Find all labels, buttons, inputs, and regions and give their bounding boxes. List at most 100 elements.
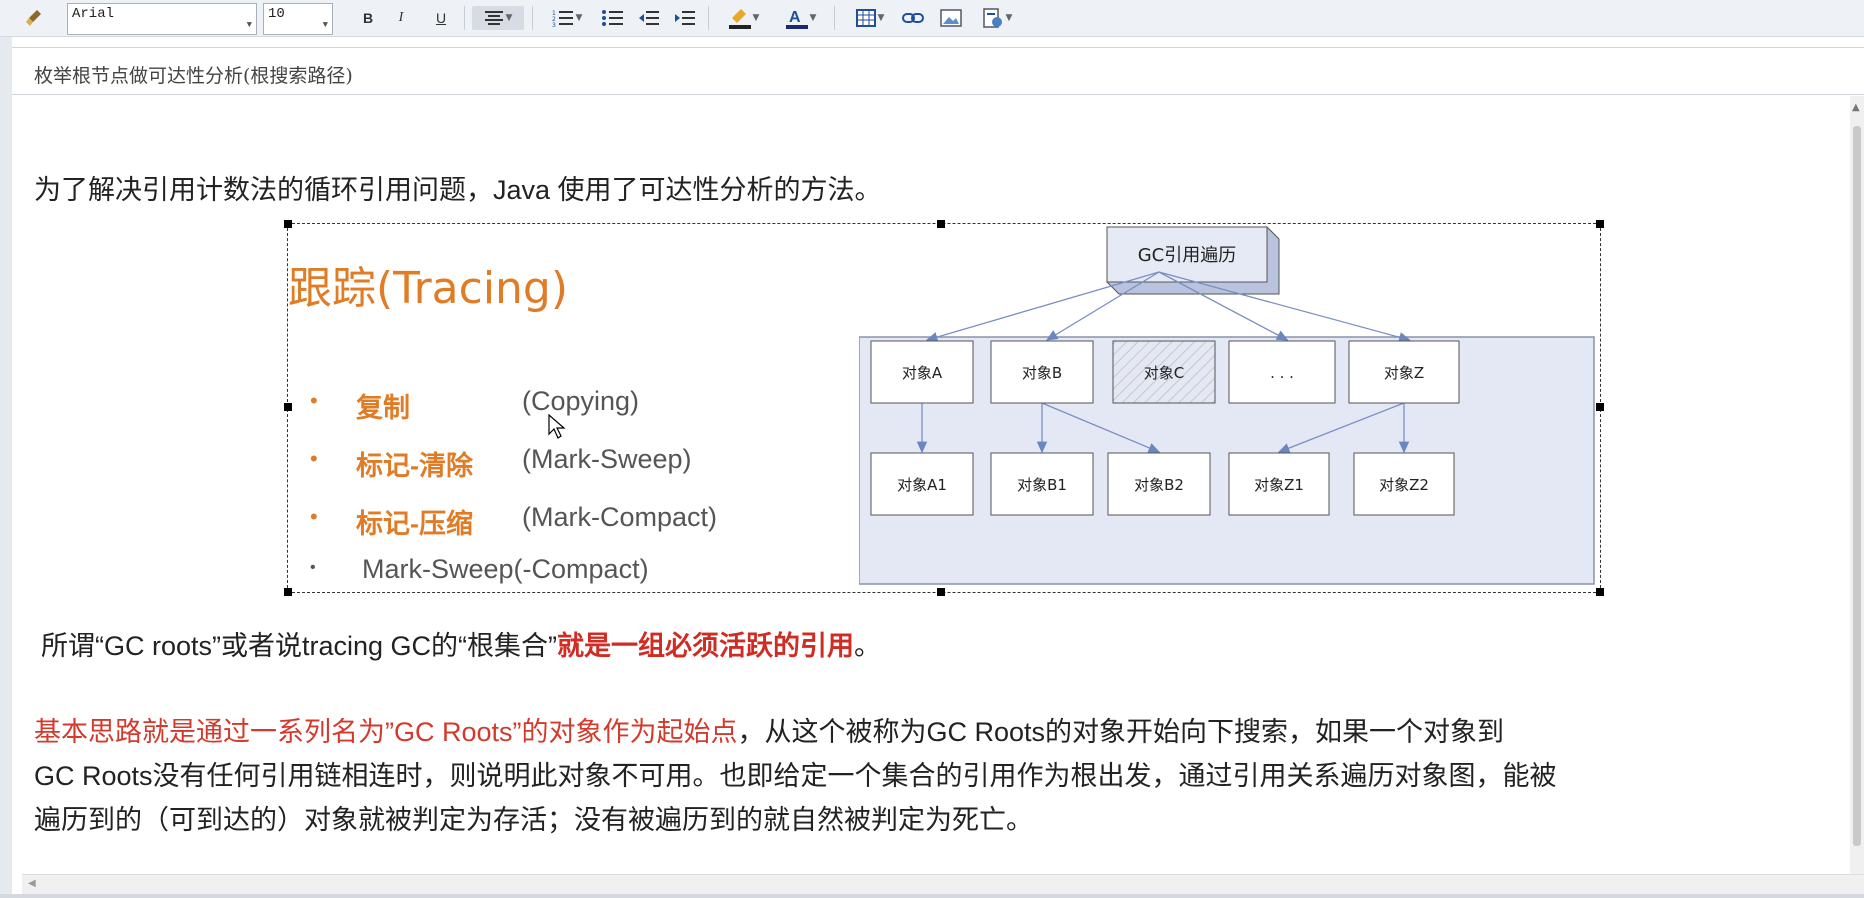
edge-arrow [1277,402,1405,454]
object-box [1348,340,1460,404]
idea-red-text: 基本思路就是通过一系列名为”GC Roots”的对象作为起始点 [34,717,738,747]
object-box [870,452,974,516]
horizontal-scrollbar[interactable]: ◀ [22,874,1864,895]
object-box [990,340,1094,404]
gc-roots-emphasis: 就是一组必须活跃的引用 [557,631,855,661]
underline-label: U [435,10,447,26]
object-box [1107,452,1211,516]
toolbar-separator [464,6,465,30]
image-icon [940,9,962,27]
font-color-icon: A [785,9,808,29]
numbered-list-icon: 123 [552,10,573,27]
resize-handle[interactable] [284,403,292,411]
outdent-button[interactable] [634,6,664,30]
item-zh: 标记-清除 [356,451,473,481]
gc-roots-text: 所谓“GC roots”或者说tracing GC的“根集合” [41,631,558,661]
scroll-left-icon[interactable]: ◀ [28,878,36,889]
item-en: (Mark-Sweep) [522,444,692,474]
subject-field[interactable]: 枚举根节点做可达性分析(根搜索路径) [12,47,1864,95]
bold-button[interactable]: B [355,6,381,30]
object-box [990,452,1094,516]
idea-text-3: 遍历到的（可到达的）对象就被判定为存活；没有被遍历到的就自然被判定为死亡。 [34,805,1033,835]
mouse-cursor-icon [548,414,566,439]
resize-handle[interactable] [937,588,945,596]
svg-text:3: 3 [552,22,556,27]
object-label: 对象B [1022,364,1062,382]
idea-paragraph: 基本思路就是通过一系列名为”GC Roots”的对象作为起始点，从这个被称为GC… [34,710,1557,842]
svg-text:2: 2 [552,16,556,23]
svg-text:1: 1 [552,10,556,17]
object-box [1112,340,1216,404]
scroll-up-icon[interactable]: ▲ [1852,102,1860,113]
root-label: GC引用遍历 [1138,245,1237,266]
font-size-value: 10 [268,6,285,22]
resize-handle[interactable] [1596,588,1604,596]
highlight-color-button[interactable]: ▼ [718,6,768,30]
font-family-value: Arial [72,6,115,22]
left-gutter [0,37,12,898]
toolbar-separator [834,6,835,30]
svg-text:A: A [789,9,801,26]
bottom-border [0,894,1864,898]
align-center-icon [484,11,503,25]
font-family-select[interactable]: Arial ▼ [67,3,257,35]
item-en: (Copying) [522,386,640,416]
object-box [1353,452,1455,516]
edge-arrow [925,271,1160,343]
vertical-scrollbar[interactable]: ▲ [1850,96,1864,876]
bullet-icon: • [310,388,318,413]
gc-roots-paragraph: 所谓“GC roots”或者说tracing GC的“根集合”就是一组必须活跃的… [41,624,881,663]
idea-text-1: ，从这个被称为GC Roots的对象开始向下搜索，如果一个对象到 [737,717,1505,747]
object-label: 对象Z [1384,364,1424,382]
document-icon [982,8,1002,28]
object-label: 对象A [902,364,943,382]
resize-handle[interactable] [1596,220,1604,228]
outdent-icon [639,11,659,25]
embedded-image[interactable]: 跟踪(Tracing) • 复制 (Copying) • 标记-清除 (Mark… [284,220,1604,596]
bullet-icon: • [310,504,318,529]
bullet-icon: • [310,446,318,471]
insert-link-button[interactable] [898,6,928,30]
link-icon [902,13,924,23]
resize-handle[interactable] [1596,403,1604,411]
resize-handle[interactable] [937,220,945,228]
chevron-down-icon: ▼ [322,20,328,30]
highlighter-icon [728,9,751,29]
insert-special-button[interactable]: ▼ [974,6,1020,30]
resize-handle[interactable] [284,588,292,596]
idea-text-2: GC Roots没有任何引用链相连时，则说明此对象不可用。也即给定一个集合的引用… [34,761,1557,791]
chevron-down-icon: ▼ [246,20,252,30]
root-box [1106,226,1268,283]
intro-paragraph: 为了解决引用计数法的循环引用问题，Java 使用了可达性分析的方法。 [34,175,882,205]
bullet-icon: • [310,559,316,576]
object-box [1228,452,1330,516]
indent-button[interactable] [670,6,700,30]
format-painter-button[interactable] [20,6,48,30]
diagram-edges [916,271,1411,454]
edge-arrow [1041,402,1161,453]
object-box [870,340,974,404]
edge-arrow [1045,271,1160,341]
insert-image-button[interactable] [936,6,966,30]
italic-button[interactable]: I [388,6,414,30]
bullet-list-button[interactable] [598,6,628,30]
toolbar-separator [532,6,533,30]
font-color-button[interactable]: A▼ [776,6,824,30]
object-label: 对象B1 [1017,476,1067,494]
scroll-thumb[interactable] [1853,126,1861,846]
font-size-select[interactable]: 10 ▼ [263,3,333,35]
align-button[interactable]: ▼ [472,6,524,30]
diagram-background [859,336,1595,585]
insert-table-button[interactable]: ▼ [848,6,892,30]
resize-handle[interactable] [284,220,292,228]
indent-icon [675,11,695,25]
item-en: (Mark-Compact) [522,502,718,532]
table-icon [855,9,876,27]
item-en: Mark-Sweep(-Compact) [362,554,649,584]
underline-button[interactable]: U [428,6,454,30]
tracing-title: 跟踪(Tracing) [288,263,569,314]
toolbar-separator [708,6,709,30]
